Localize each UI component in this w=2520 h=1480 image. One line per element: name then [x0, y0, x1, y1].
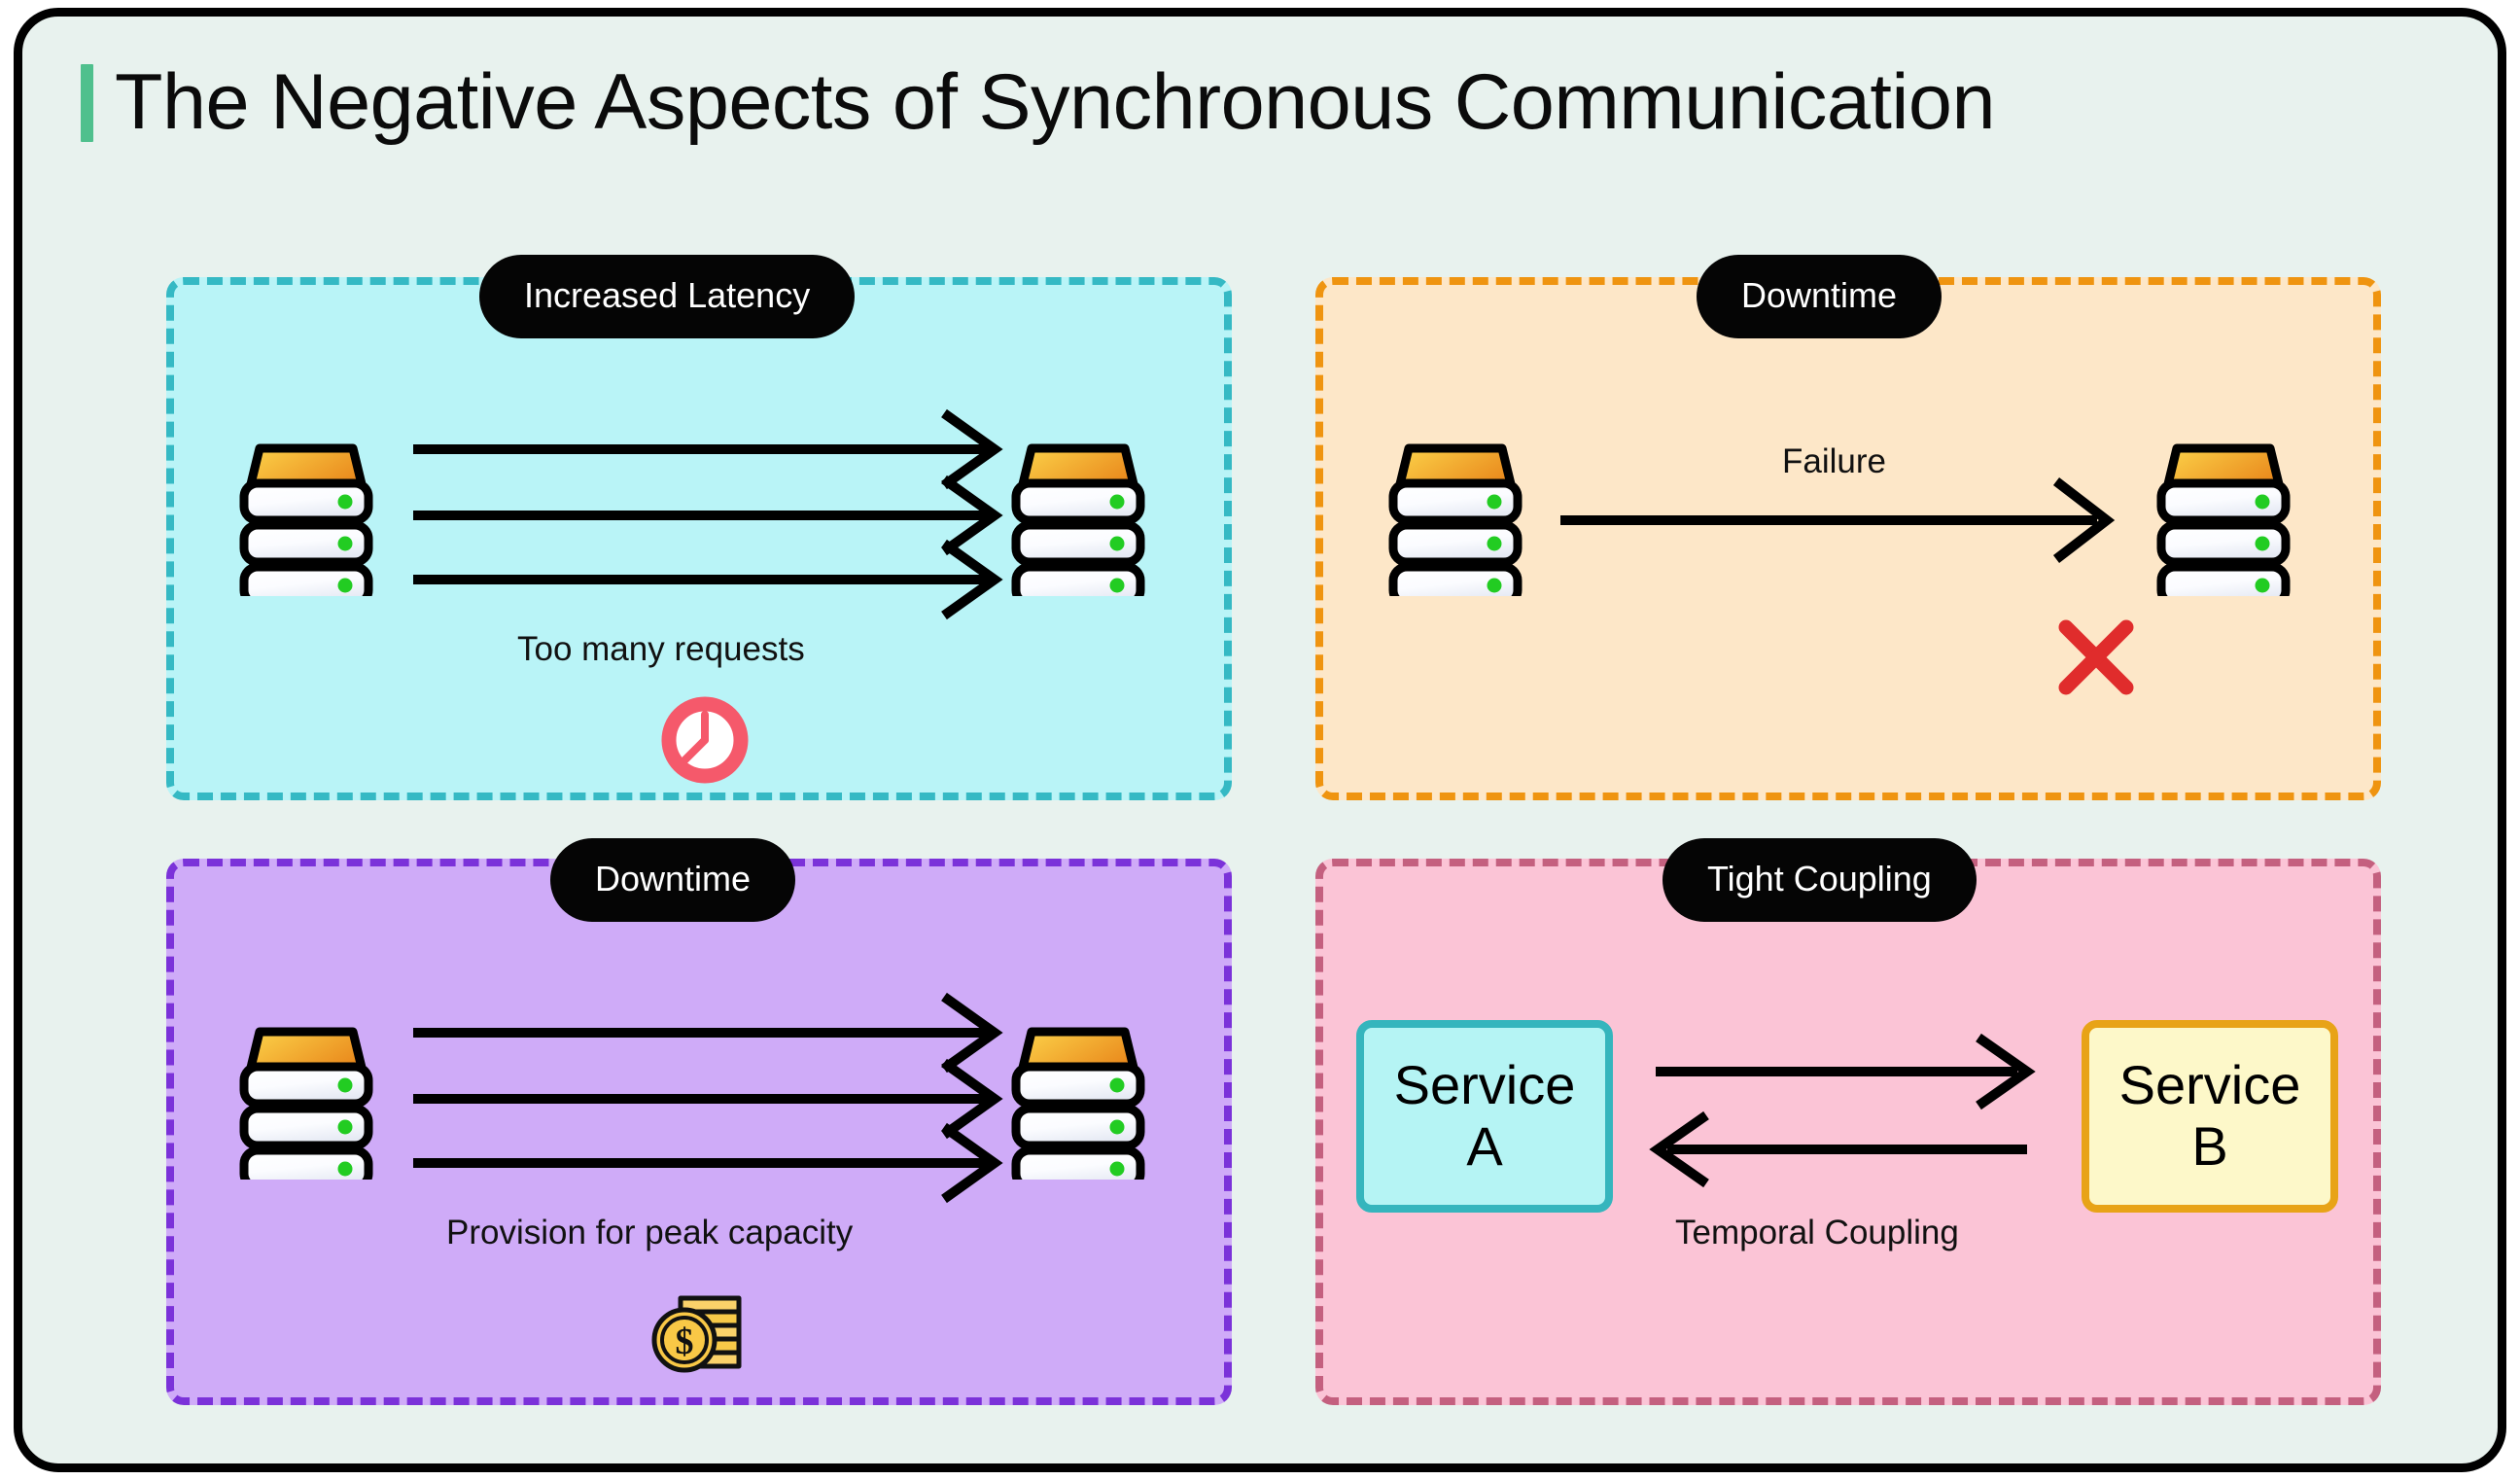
request-arrows-cost	[411, 992, 1014, 1204]
service-a-label-line1: Service	[1393, 1054, 1576, 1116]
red-x-icon	[2054, 616, 2138, 699]
badge-cost: Downtime	[550, 838, 796, 922]
caption-provision-peak-capacity: Provision for peak capacity	[446, 1214, 854, 1251]
server-icon	[225, 433, 388, 596]
server-icon	[2142, 433, 2305, 596]
badge-downtime: Downtime	[1697, 255, 1942, 338]
service-b-label-line2: B	[2191, 1115, 2228, 1177]
server-icon	[997, 1016, 1160, 1180]
server-icon	[225, 1016, 388, 1180]
money-coins-icon: $	[645, 1286, 752, 1383]
coupling-arrows	[1649, 1033, 2064, 1188]
badge-tight-coupling: Tight Coupling	[1662, 838, 1977, 922]
title-accent-bar	[81, 63, 93, 142]
caption-temporal-coupling: Temporal Coupling	[1675, 1214, 1959, 1251]
caption-too-many-requests: Too many requests	[517, 630, 805, 668]
service-a-box: Service A	[1356, 1020, 1613, 1213]
badge-increased-latency: Increased Latency	[479, 255, 856, 338]
service-b-box: Service B	[2082, 1020, 2338, 1213]
server-icon	[1374, 433, 1537, 596]
svg-text:$: $	[676, 1321, 694, 1362]
poster-frame: The Negative Aspects of Synchronous Comm…	[14, 8, 2506, 1472]
service-b-label-line1: Service	[2118, 1054, 2301, 1116]
service-a-label-line2: A	[1466, 1115, 1503, 1177]
page-title-row: The Negative Aspects of Synchronous Comm…	[81, 58, 1996, 146]
failure-arrow	[1560, 477, 2124, 608]
request-arrows-latency	[411, 408, 1014, 620]
page-title: The Negative Aspects of Synchronous Comm…	[115, 58, 1996, 146]
clock-icon	[656, 691, 753, 789]
server-icon	[997, 433, 1160, 596]
caption-failure: Failure	[1782, 442, 1886, 480]
